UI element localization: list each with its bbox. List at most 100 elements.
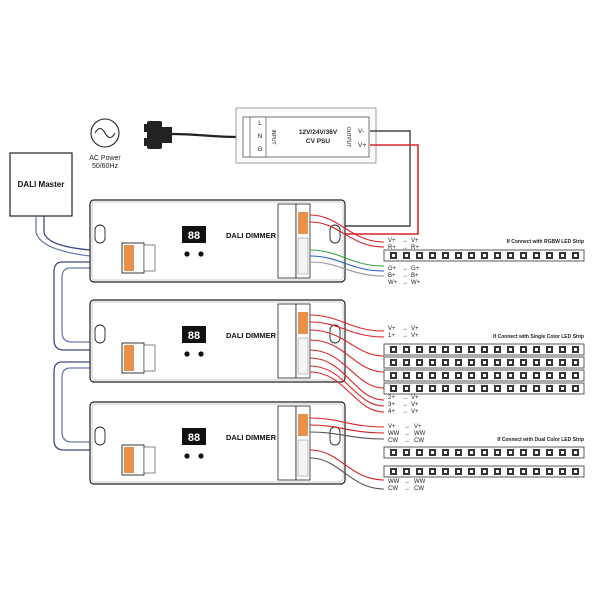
psu-pin-g: G <box>257 146 262 153</box>
ac-power-frequency: 50/60Hz <box>92 163 119 170</box>
psu-output-label: OUTPUT <box>345 127 351 148</box>
conn-label: W+ <box>411 280 421 286</box>
address-button[interactable] <box>184 251 190 257</box>
address-button[interactable] <box>198 453 204 459</box>
mount-hole <box>329 426 341 446</box>
conn-label: WW <box>414 479 426 485</box>
dali-bus-wires <box>35 216 128 451</box>
dali-terminal[interactable] <box>124 345 134 371</box>
single-strip-title: If Connect with Single Color LED Strip <box>493 334 584 340</box>
psu-input-label: INPUT <box>270 130 276 145</box>
psu-title: 12V/24V/36V <box>299 129 338 136</box>
mount-hole <box>329 224 341 244</box>
conn-label: V+ <box>411 395 419 401</box>
single-led-strip <box>383 356 585 369</box>
conn-label: R+ <box>388 245 396 251</box>
conn-label: CW <box>414 438 424 444</box>
mount-hole <box>94 324 106 344</box>
ac-power-source: AC Power 50/60Hz <box>89 118 121 170</box>
rgbw-connection-labels: V+ R+ → → V+ R+ G+ B+ W+ → → → G+ B+ W+ <box>388 238 421 286</box>
segment-display <box>182 428 206 445</box>
dual-connection-labels: V+ WW CW → → → V+ WW CW WW CW → → WW CW <box>388 424 426 492</box>
psu-pin-n: N <box>258 133 263 140</box>
arrow-icon: → <box>404 431 410 437</box>
arrow-icon: → <box>402 402 408 408</box>
conn-label: V+ <box>411 238 419 244</box>
address-button[interactable] <box>198 351 204 357</box>
dali-terminal[interactable] <box>124 245 134 271</box>
arrow-icon: → <box>402 238 408 244</box>
arrow-icon: → <box>402 273 408 279</box>
conn-label: V+ <box>388 238 396 244</box>
conn-label: B+ <box>411 273 419 279</box>
dimmer-label: DALI DIMMER <box>226 231 277 240</box>
conn-label: V+ <box>414 424 422 430</box>
arrow-icon: → <box>402 326 408 332</box>
single-connection-labels: V+ 1+ → → V+ V+ 2+ 3+ 4+ → → → V+ V+ V+ <box>388 326 419 415</box>
ac-power-label: AC Power <box>89 155 121 162</box>
conn-label: CW <box>388 438 398 444</box>
conn-label: V+ <box>411 326 419 332</box>
arrow-icon: → <box>402 280 408 286</box>
power-plug-icon <box>144 121 172 149</box>
conn-label: G+ <box>411 266 420 272</box>
dual-led-strip <box>383 465 585 478</box>
mount-hole <box>329 324 341 344</box>
segment-display <box>182 226 206 243</box>
conn-label: G+ <box>388 266 397 272</box>
mount-hole <box>94 426 106 446</box>
conn-label: 4+ <box>388 409 395 415</box>
arrow-icon: → <box>402 266 408 272</box>
address-button[interactable] <box>198 251 204 257</box>
led-strips <box>383 249 585 478</box>
conn-label: V+ <box>388 326 396 332</box>
conn-label: V+ <box>388 424 396 430</box>
arrow-icon: → <box>404 479 410 485</box>
conn-label: V+ <box>411 409 419 415</box>
conn-label: R+ <box>411 245 419 251</box>
single-led-strip <box>383 382 585 395</box>
conn-label: V+ <box>411 333 419 339</box>
arrow-icon: → <box>402 245 408 251</box>
rgbw-strip-title: If Connect with RGBW LED Strip <box>507 239 584 245</box>
conn-label: CW <box>414 486 424 492</box>
conn-label: B+ <box>388 273 396 279</box>
arrow-icon: → <box>404 424 410 430</box>
address-button[interactable] <box>184 351 190 357</box>
dual-strip-title: If Connect with Dual Color LED Strip <box>497 437 584 443</box>
psu-pin-vplus: V+ <box>358 142 366 149</box>
arrow-icon: → <box>402 395 408 401</box>
dali-dimmer-3: 88 DALI DIMMER <box>89 401 346 485</box>
segment-display-digits: 88 <box>188 432 200 444</box>
conn-label: 3+ <box>388 402 395 408</box>
dali-terminal[interactable] <box>124 447 134 473</box>
dali-master-label: DALI Master <box>18 180 65 189</box>
psu-pin-vminus: V- <box>358 128 364 135</box>
arrow-icon: → <box>404 486 410 492</box>
single-led-strip <box>383 343 585 356</box>
conn-label: 1+ <box>388 333 395 339</box>
conn-label: CW <box>388 486 398 492</box>
conn-label: W+ <box>388 280 398 286</box>
dali-dimmer-1: 88 DALI DIMMER <box>89 199 346 283</box>
dual-led-strip <box>383 446 585 459</box>
conn-label: WW <box>388 431 400 437</box>
dali-master: DALI Master <box>9 152 73 217</box>
address-button[interactable] <box>184 453 190 459</box>
conn-label: WW <box>414 431 426 437</box>
conn-label: V+ <box>411 402 419 408</box>
mount-hole <box>94 224 106 244</box>
segment-display <box>182 326 206 343</box>
conn-label: WW <box>388 479 400 485</box>
conn-label: 2+ <box>388 395 395 401</box>
arrow-icon: → <box>404 438 410 444</box>
dimmer-label: DALI DIMMER <box>226 433 277 442</box>
single-led-strip <box>383 369 585 382</box>
dali-dimmer-2: 88 DALI DIMMER <box>89 299 346 383</box>
dimmer-label: DALI DIMMER <box>226 331 277 340</box>
segment-display-digits: 88 <box>188 330 200 342</box>
arrow-icon: → <box>402 409 408 415</box>
arrow-icon: → <box>402 333 408 339</box>
segment-display-digits: 88 <box>188 230 200 242</box>
